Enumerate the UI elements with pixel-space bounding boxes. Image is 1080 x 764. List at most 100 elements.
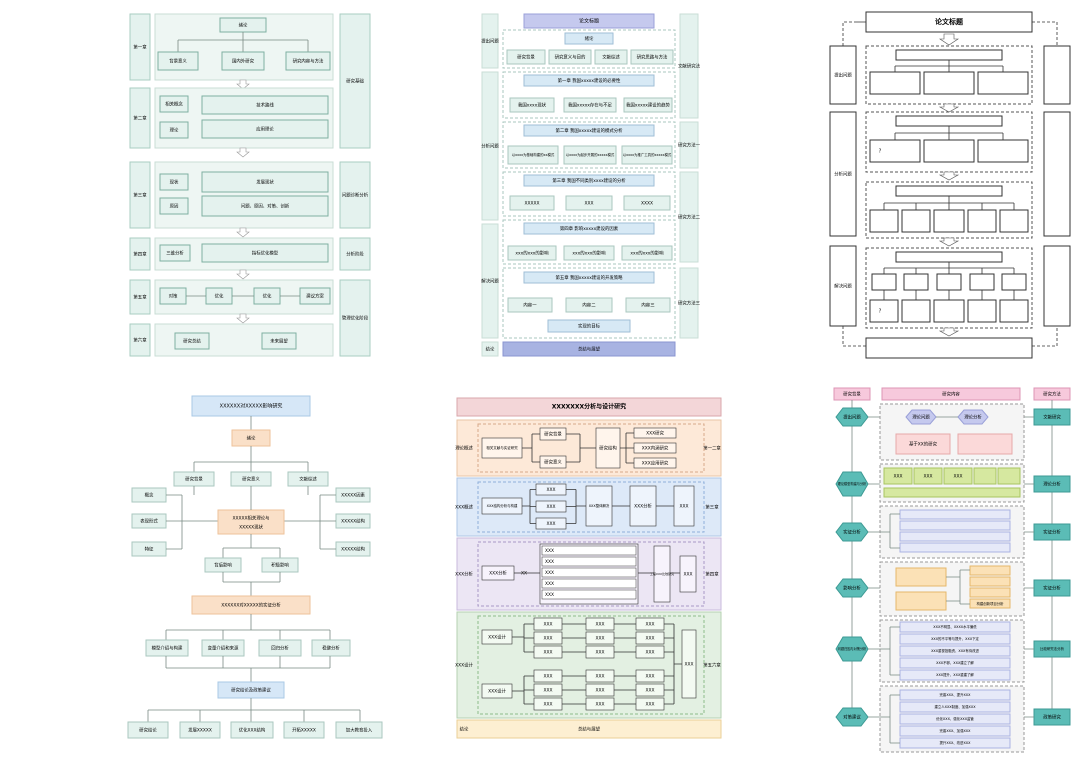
d6-green-1: XXX [893, 474, 902, 480]
diagram-label: XXX [543, 650, 552, 656]
d1-right-col: 研究基础 问题诊断分析 分析阶段 管理优化阶段 [339, 13, 371, 357]
d3-left-3: 解决问题 [834, 283, 852, 290]
d2-left-2: 分析问题 [481, 143, 499, 150]
diagram-5: XXXXXXX分析与设计研究 理论概述 XXX概述 XXX分析 XXX设计 结论… [455, 397, 722, 739]
d6-header-2: 研究内容 [942, 391, 960, 398]
d2-intro-3: 文献综述 [602, 54, 620, 61]
d5-r2-c3: XXX [679, 504, 688, 510]
d5-r3-mid: 工程XXX比较研究 [650, 571, 674, 576]
d2-right-4: 研究方法三 [678, 300, 701, 307]
d1-ch2-left-1: 相关概念 [165, 101, 183, 108]
d2-left-4: 结论 [486, 346, 495, 353]
d5-r3-list-2: XXX [545, 559, 554, 565]
d1-right-1: 研究基础 [346, 78, 364, 85]
d1-left-col: 第一章 第二章 第三章 第四章 第五章 第六章 [129, 13, 151, 357]
d1-ch3: 第三章 [133, 192, 147, 199]
d6-list1-2: XXX的不平等与提升、XXX下定 [931, 636, 979, 641]
d6-top-hex-1: 理论问题 [912, 414, 930, 421]
d5-r3-list-3: XXX [545, 570, 554, 576]
d5-r3-list-5: XXX [545, 592, 554, 598]
d5-r1-right-2: XXX内涵研究 [642, 445, 669, 452]
diagram-label: XXX [595, 650, 604, 656]
d5-r3-list-1: XXX [545, 548, 554, 554]
d4-analysis: XXXXXX对XXXXX的实证分析 [221, 602, 281, 609]
d1-ch3-left-1: 现状 [170, 179, 179, 186]
d6-left-4: 影响分析 [843, 585, 861, 592]
d5-r3-list-4: XXX [545, 581, 554, 587]
d5-r3-x: XX [521, 571, 527, 577]
d5-r1-right-3: XXX应用研究 [642, 460, 669, 467]
d6-header-3: 研究方法 [1043, 391, 1061, 398]
diagram-label: XXX [645, 688, 654, 694]
d4-center-bottom: XXXXX现状 [239, 524, 263, 531]
d2-ch3-3: XXXX [641, 201, 653, 207]
d1-ch1-item-1: 背景意义 [169, 58, 187, 65]
d6-right-6: 政策研究 [1043, 714, 1061, 721]
diagram-label: XXX [645, 636, 654, 642]
d4-right-1: XXXXX因素 [341, 492, 365, 499]
d2-ch2-3: 以xxxx为推广工具的xxxxx模式 [623, 152, 672, 157]
d6-right-3: 实证分析 [1043, 529, 1061, 536]
d4-intro: 绪论 [247, 435, 256, 442]
d1-ch5-item-2: 优化 [215, 293, 224, 300]
d2-ch5-bottom: 实现的目标 [578, 323, 601, 330]
d6-left-6: 对策建议 [843, 714, 861, 721]
d6-list1-5: XXX提升、XXX重建了解 [936, 672, 974, 677]
d1-ch1-item-3: 研究内容与方法 [293, 58, 324, 65]
d5-r2-left: XXX结构分析与构建 [487, 503, 518, 508]
d2-ch4-1: xxx的xxx的影响 [515, 250, 549, 257]
d2-right-3: 研究方法二 [678, 214, 701, 221]
d6-left-5: 问题归因与对策分析 [838, 646, 867, 651]
d6-list2-5: 提升XXX、改进XXX [940, 740, 972, 745]
d5-r2-c1: XXX整体解决 [589, 503, 610, 508]
d5-left-4: XXX设计 [455, 662, 473, 669]
d4-conclusion: 研究结论及政策建议 [231, 687, 271, 694]
d1-ch4-right: 指标优化模型 [252, 250, 279, 257]
d5-left-1: 理论概述 [455, 445, 473, 452]
d6-list2-3: 优化XXX、强化XXX监管 [936, 716, 974, 721]
d5-title: XXXXXXX分析与设计研究 [552, 403, 626, 411]
diagram-label: XXX [645, 674, 654, 680]
d4-analysis-3: 回归分析 [271, 645, 289, 652]
diagram-3: 论文标题 提出问题 分析问题 解决问题 ? [829, 11, 1071, 359]
d5-r2-c2: XXX分析 [634, 503, 652, 510]
diagram-4: XXXXXX对XXXXX影响研究 绪论 研究背景 研究意义 文献综述 概念 表现… [127, 395, 383, 739]
d6-header-1: 研究背景 [843, 391, 861, 398]
d1-ch2-right-2: 应用理论 [256, 126, 274, 133]
d6-list2-2: 建立人XXX制度、加强XXX [934, 704, 976, 709]
d5-r1-right-1: XXX研究 [646, 430, 664, 437]
d4-bottom-4: 开拓XXXXX [292, 727, 316, 734]
d5-r1-mid-2: 研究意义 [544, 459, 562, 466]
d1-ch2: 第二章 [133, 115, 147, 122]
d6-list1-4: XXX不够、XXX建立了解 [936, 660, 974, 665]
d3-left-1: 提出问题 [834, 72, 852, 79]
diagram-label: XXX [645, 622, 654, 628]
d1-ch2-right-1: 技术路线 [256, 102, 274, 109]
d5-r4-left-2: XXX设计 [488, 688, 506, 695]
d4-bottom-5: 加大教育投入 [346, 727, 373, 734]
d1-ch6-item-2: 未来展望 [270, 338, 288, 345]
d4-bottom-1: 研究结论 [139, 727, 157, 734]
d1-ch6-item-1: 研究总结 [183, 338, 201, 345]
d6-green-2: XXX [923, 474, 932, 480]
d6-left-1: 提出问题 [843, 414, 861, 421]
d1-right-2: 问题诊断分析 [342, 192, 369, 199]
d2-ch2: 第二章 我国xxxxx建设的模式分析 [555, 127, 623, 134]
d4-analysis-1: 模型介绍与构建 [152, 645, 183, 652]
d5-left-2: XXX概述 [455, 504, 473, 511]
d6-left-3: 实证分析 [843, 529, 861, 536]
d1-ch2-left-2: 理论 [170, 127, 179, 134]
d2-conclusion: 总结与展望 [578, 346, 601, 353]
d4-left-1: 概念 [145, 492, 154, 499]
diagram-label: XXX [595, 636, 604, 642]
d2-ch3: 第三章 我国不同类别xxxx建设的分析 [552, 177, 626, 184]
d6-note: 构建创新项目分析 [976, 601, 1004, 606]
d6-list2-4: 完善XXX、加强XXX [940, 728, 972, 733]
d4-title: XXXXXX对XXXXX影响研究 [220, 403, 283, 410]
diagram-6: 研究背景 研究内容 研究方法 提出问题 理论模型构建与分析 实证分析 影响分析 … [833, 387, 1071, 753]
d5-right-4: 第五六章 [703, 662, 721, 669]
d5-left-5: 结论 [460, 726, 469, 733]
d2-intro-2: 研究意义与目的 [555, 54, 586, 61]
d4-right-3: XXXXX结构 [341, 546, 365, 553]
d2-ch4-2: xxx的xxx的影响 [572, 250, 606, 257]
